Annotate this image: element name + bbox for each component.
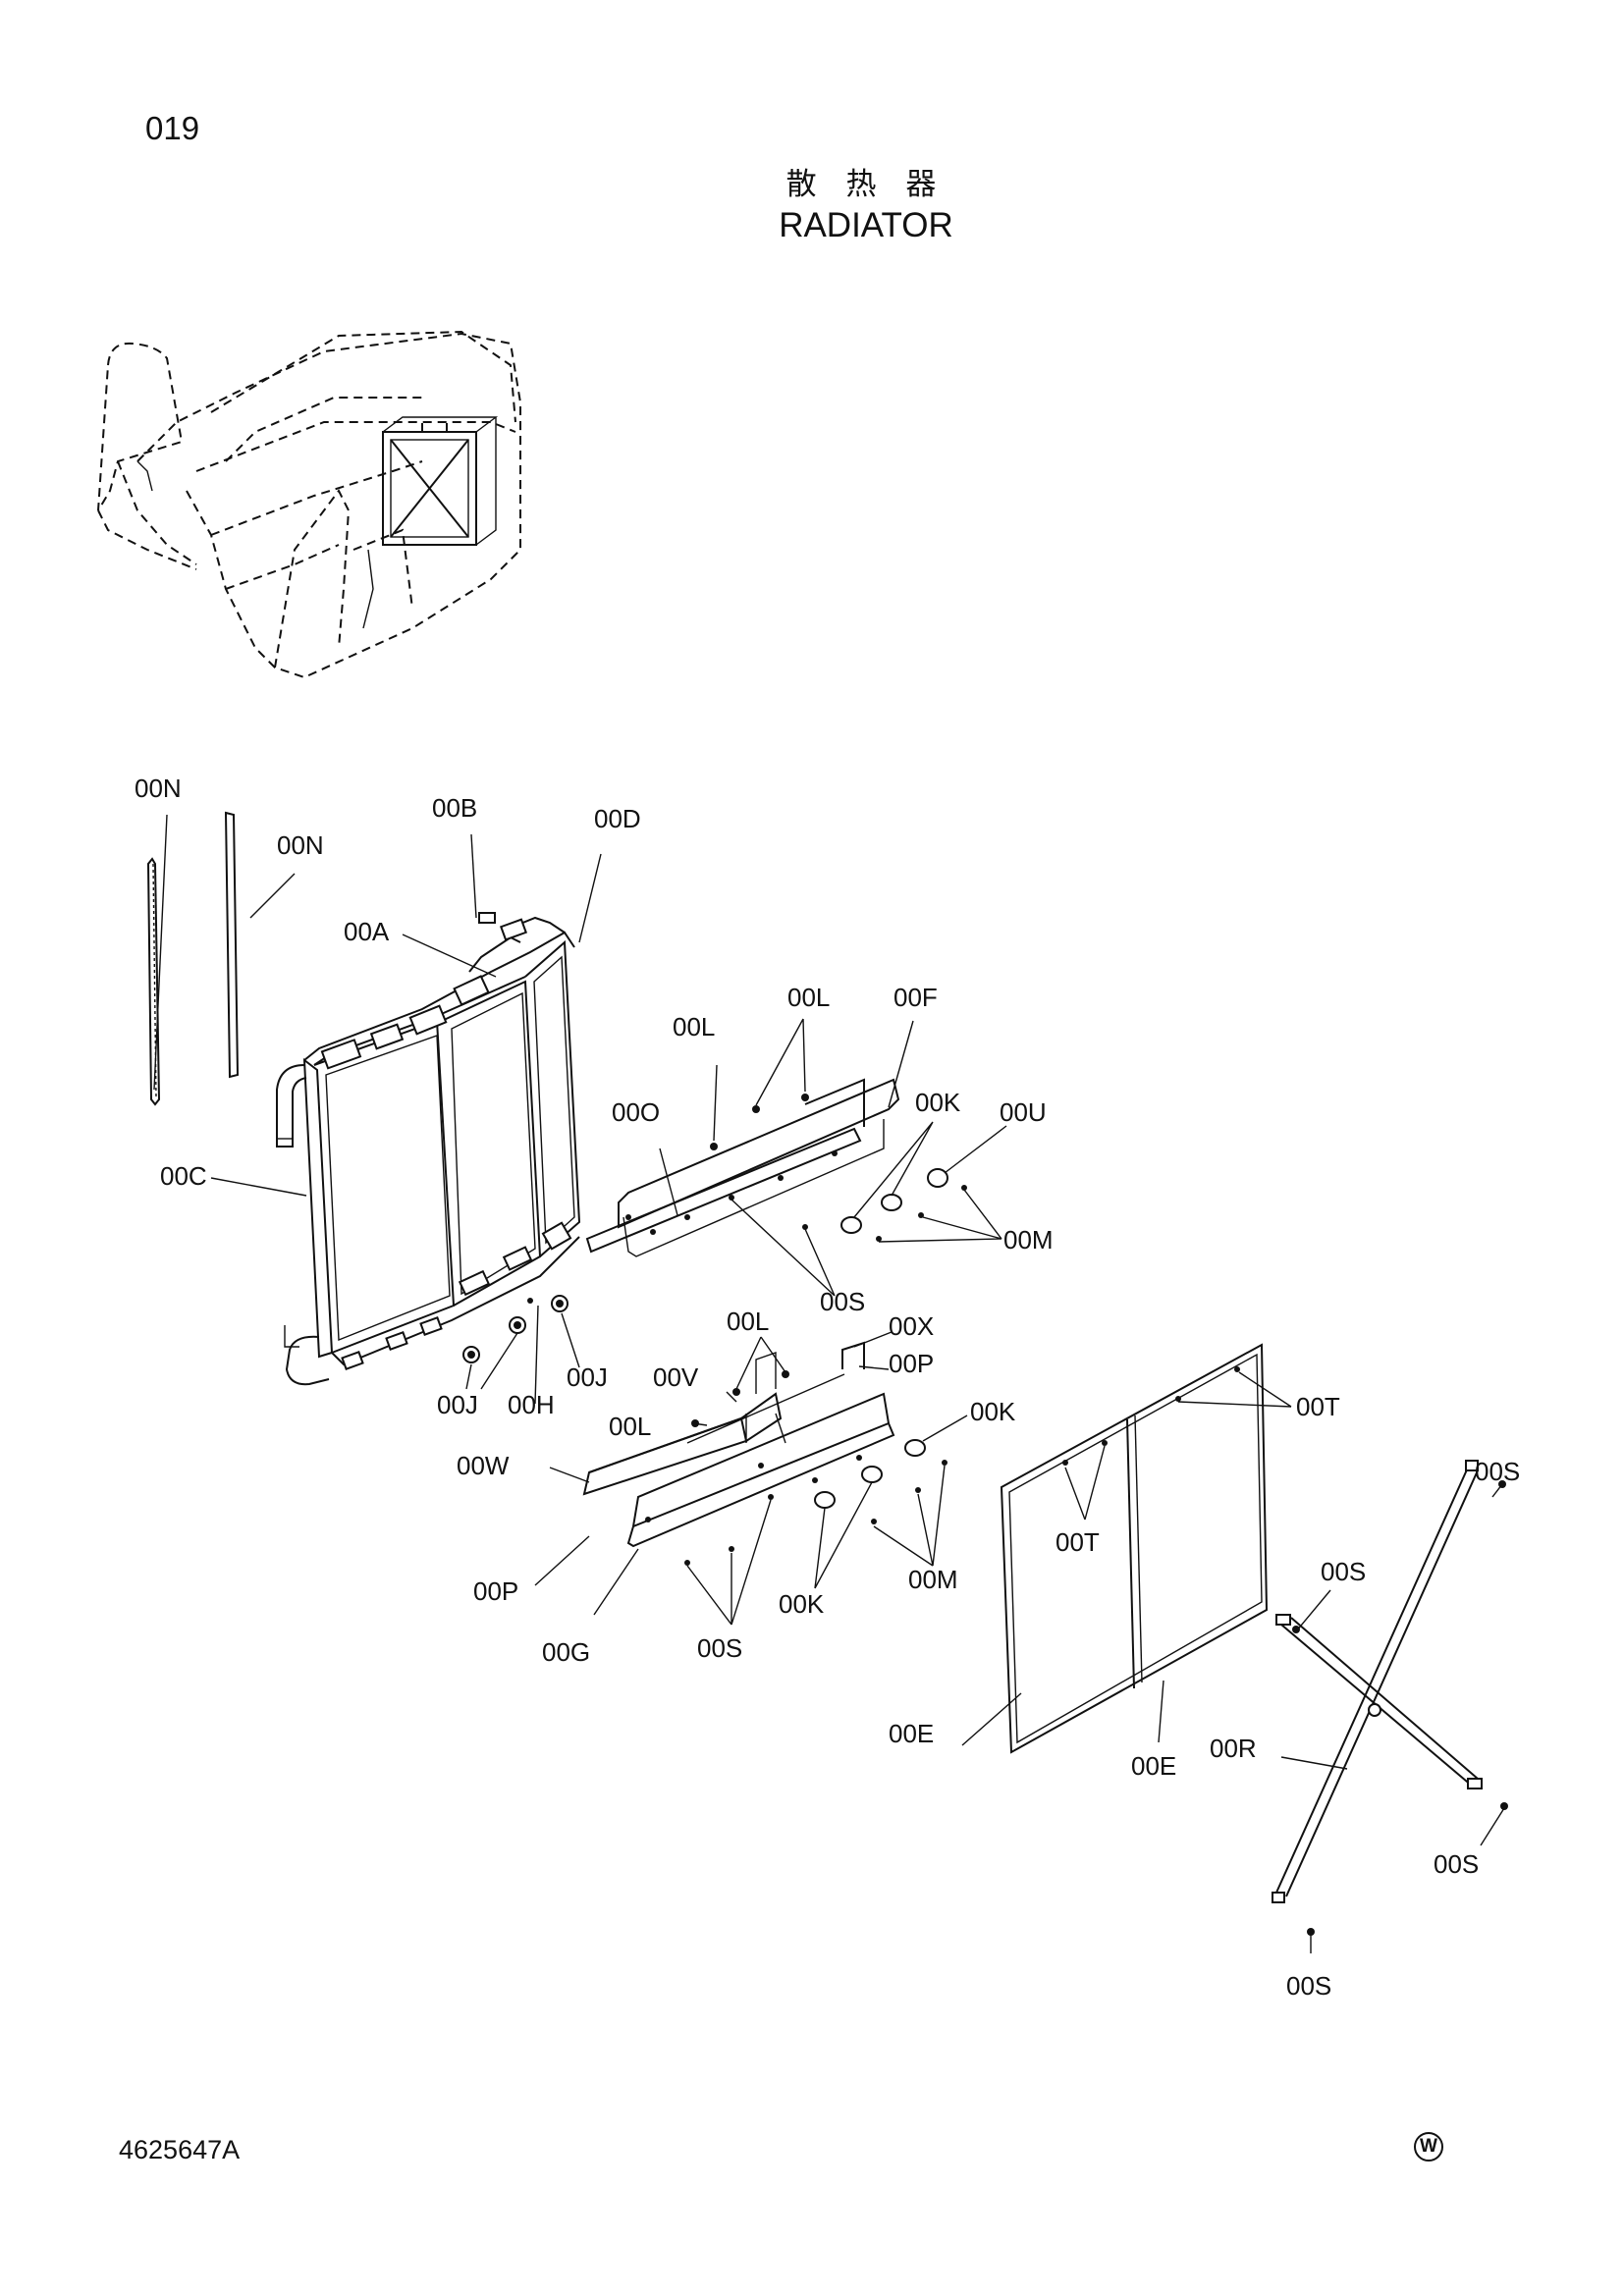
callout-00S-stay-top: 00S <box>1321 1557 1366 1586</box>
title-chinese: 散 热 器 <box>785 167 947 202</box>
callout-00K-lower: 00K <box>779 1589 825 1619</box>
callout-00S-upper: 00S <box>820 1287 865 1316</box>
callout-00K-upper: 00K <box>915 1088 961 1117</box>
callout-00J-left: 00J <box>437 1390 478 1419</box>
callout-00X: 00X <box>889 1311 934 1341</box>
page-number: 019 <box>145 110 200 146</box>
callout-00L-upper-left: 00L <box>673 1012 715 1041</box>
callout-00A: 00A <box>344 917 390 946</box>
callout-00L-upper: 00L <box>787 983 830 1012</box>
callout-00L-lower-left: 00L <box>609 1412 651 1441</box>
title-english: RADIATOR <box>779 206 953 244</box>
callout-00B: 00B <box>432 793 477 823</box>
callout-labels: 00N 00N 00B 00D 00A 00C 00J 00H 00J 00L … <box>135 774 1520 2001</box>
callout-00S-lower: 00S <box>697 1633 742 1663</box>
seal-strips-00N <box>146 811 240 1106</box>
machine-overview-illustration <box>97 330 521 679</box>
callout-00R: 00R <box>1210 1734 1257 1763</box>
callout-00T-right: 00T <box>1296 1392 1340 1421</box>
callout-00V: 00V <box>653 1362 699 1392</box>
callout-00C: 00C <box>160 1161 207 1191</box>
net-frame-00E <box>1000 1343 1269 1754</box>
callout-00E-left: 00E <box>889 1719 934 1748</box>
callout-00E-right: 00E <box>1131 1751 1176 1781</box>
callout-00H: 00H <box>508 1390 555 1419</box>
callout-00K-lower-right: 00K <box>970 1397 1016 1426</box>
callout-00M-upper: 00M <box>1003 1225 1054 1255</box>
radiator-core-assembly <box>276 912 581 1386</box>
callout-00M-lower: 00M <box>908 1565 958 1594</box>
callout-00W: 00W <box>457 1451 510 1480</box>
upper-bracket-00F <box>585 1078 967 1257</box>
callout-00L-lower: 00L <box>727 1307 769 1336</box>
callout-00N-left: 00N <box>135 774 182 803</box>
callout-00S-stay-bottom: 00S <box>1286 1971 1331 2001</box>
circled-w-mark: W <box>1414 2132 1443 2162</box>
callout-00P-upper: 00P <box>889 1349 934 1378</box>
callout-00G: 00G <box>542 1637 590 1667</box>
callout-00D: 00D <box>594 804 641 833</box>
callout-00S-stay-right: 00S <box>1434 1849 1479 1879</box>
callout-00F: 00F <box>893 983 938 1012</box>
callout-00U: 00U <box>1000 1097 1047 1127</box>
callout-00T-center: 00T <box>1056 1527 1100 1557</box>
callout-00O: 00O <box>612 1097 660 1127</box>
callout-00J-right: 00J <box>567 1362 608 1392</box>
callout-00P-lower: 00P <box>473 1576 518 1606</box>
callout-00S-far-right: 00S <box>1475 1457 1520 1486</box>
document-number: 4625647A <box>119 2135 241 2164</box>
stay-rods-00R <box>1272 1460 1508 1936</box>
callout-00N-right: 00N <box>277 830 324 860</box>
lower-bracket-00G <box>582 1341 947 1566</box>
leader-lines <box>153 814 1505 1953</box>
